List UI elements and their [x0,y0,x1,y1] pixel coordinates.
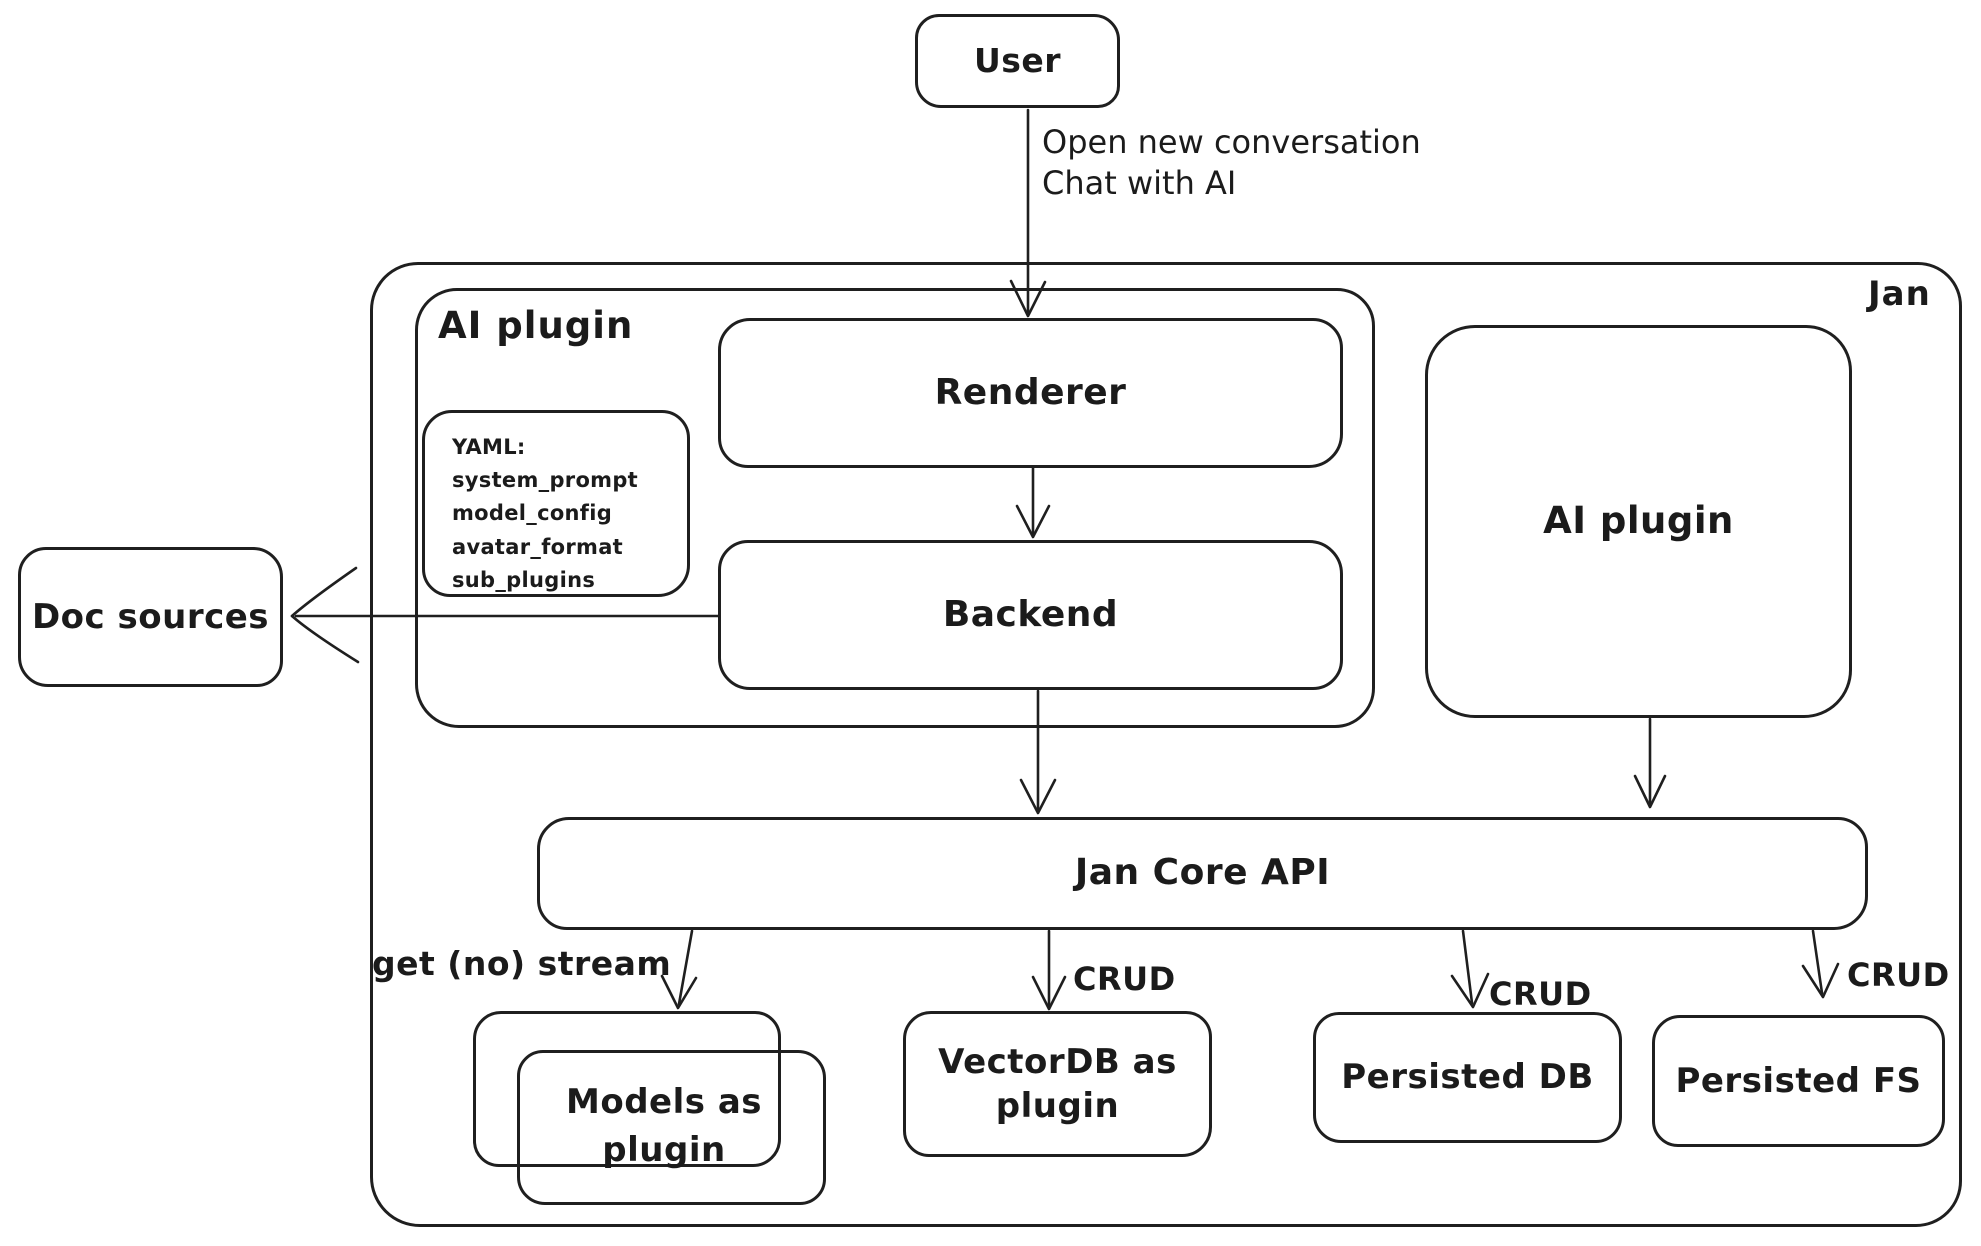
persisted-fs-node: Persisted FS [1652,1015,1945,1147]
crud-label-persisted-db: CRUD [1489,975,1592,1013]
doc-sources-node-label: Doc sources [31,596,270,637]
persisted-db-node: Persisted DB [1313,1012,1622,1143]
yaml-note-box: YAML: system_prompt model_config avatar_… [422,410,690,597]
models-plugin-node-back [473,1011,781,1167]
persisted-fs-node-label: Persisted FS [1675,1060,1922,1101]
models-plugin-node-label: Models as plugin [566,1082,762,1171]
renderer-node: Renderer [718,318,1343,468]
ai-plugin-node-label: AI plugin [1543,499,1734,543]
backend-node-label: Backend [942,593,1119,635]
jan-container-label: Jan [1868,274,1931,314]
doc-sources-node: Doc sources [18,547,283,687]
vectordb-plugin-node: VectorDB as plugin [903,1011,1212,1157]
crud-label-vectordb: CRUD [1073,960,1176,998]
jan-core-api-node: Jan Core API [537,817,1868,930]
persisted-db-node-label: Persisted DB [1341,1057,1594,1098]
jan-core-api-node-label: Jan Core API [1074,852,1331,894]
user-node-label: User [973,40,1062,80]
models-plugin-node [517,1050,826,1205]
yaml-note-title: YAML: [452,435,526,459]
backend-node: Backend [718,540,1343,690]
get-no-stream-label: get (no) stream [372,944,672,983]
user-arrow-label-line2: Chat with AI [1042,163,1237,202]
ai-plugin-group-box [415,288,1375,728]
ai-plugin-group-label: AI plugin [438,304,634,347]
yaml-note-field-sub-plugins: sub_plugins [452,567,596,592]
crud-label-persisted-fs: CRUD [1847,956,1950,994]
yaml-note-field-model-config: model_config [452,501,613,526]
user-arrow-label: Open new conversation Chat with AI [1042,122,1421,204]
ai-plugin-node: AI plugin [1425,325,1852,718]
jan-container-box [370,262,1962,1227]
user-node: User [915,14,1120,108]
renderer-node-label: Renderer [934,371,1127,413]
yaml-note-field-system-prompt: system_prompt [452,468,639,493]
user-arrow-label-line1: Open new conversation [1042,123,1421,161]
yaml-note-field-avatar-format: avatar_format [452,534,624,559]
vectordb-plugin-node-label: VectorDB as plugin [938,1041,1177,1126]
